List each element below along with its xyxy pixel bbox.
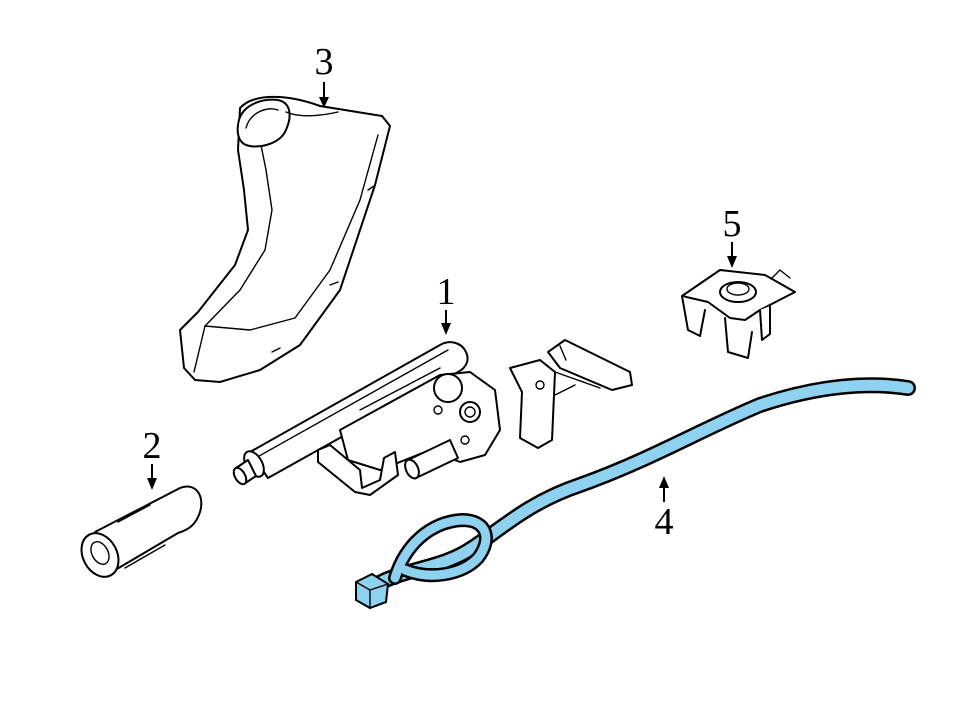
- part-4-brake-cable[interactable]: [355, 377, 916, 610]
- callout-number-5: 5: [723, 203, 742, 245]
- callout-number-1: 1: [437, 271, 456, 313]
- callout-number-3: 3: [315, 41, 334, 83]
- part-3-console-cover[interactable]: [179, 95, 391, 383]
- callout-arrow-1: [441, 310, 451, 335]
- cable-highlight: [366, 379, 914, 593]
- callout-arrow-2: [147, 464, 157, 490]
- callout-arrow-3: [319, 82, 329, 108]
- part-2-lever-grip[interactable]: [74, 485, 203, 584]
- callout-number-4: 4: [655, 501, 674, 543]
- callout-number-2: 2: [143, 425, 162, 467]
- callout-arrow-5: [727, 242, 737, 268]
- part-1-brake-lever-assembly[interactable]: [231, 339, 633, 496]
- callout-arrow-4: [659, 476, 669, 502]
- part-5-cable-clip[interactable]: [681, 269, 796, 359]
